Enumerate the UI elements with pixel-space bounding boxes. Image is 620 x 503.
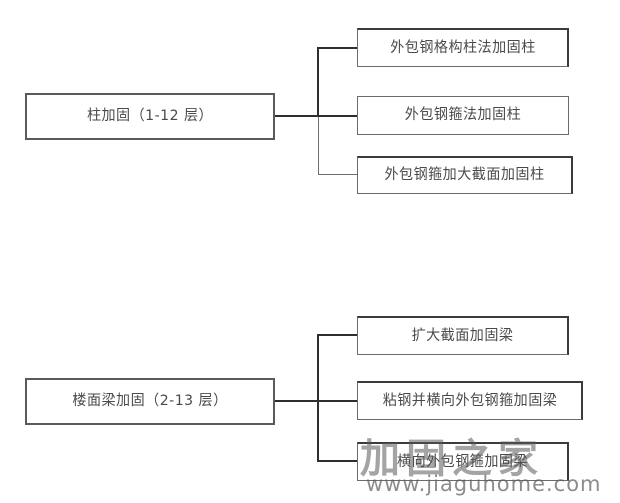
node-column-root[interactable]: 柱加固（1-12 层） xyxy=(25,93,275,140)
connector-column-branch-1 xyxy=(317,47,359,49)
node-column-child-2-label: 外包钢箍法加固柱 xyxy=(404,107,522,124)
connector-column-stem xyxy=(275,115,319,117)
connector-beam-branch-1 xyxy=(317,334,359,336)
connector-beam-branch-2 xyxy=(317,400,359,402)
node-column-root-label: 柱加固（1-12 层） xyxy=(86,108,214,125)
connector-beam-trunk-lower xyxy=(317,400,319,462)
node-column-child-2[interactable]: 外包钢箍法加固柱 xyxy=(357,96,569,135)
node-beam-child-3[interactable]: 横向外包钢箍加固梁 xyxy=(357,442,569,481)
connector-column-branch-3 xyxy=(318,174,359,175)
node-beam-root[interactable]: 楼面梁加固（2-13 层） xyxy=(25,378,275,425)
node-beam-child-1-label: 扩大截面加固梁 xyxy=(411,327,514,344)
node-column-child-3-label: 外包钢箍加大截面加固柱 xyxy=(384,167,545,184)
node-beam-child-1[interactable]: 扩大截面加固梁 xyxy=(357,316,569,355)
connector-column-branch-2 xyxy=(317,115,359,117)
connector-column-trunk-lower xyxy=(318,116,319,174)
node-column-child-1-label: 外包钢格构柱法加固柱 xyxy=(389,39,536,56)
connector-column-trunk-upper xyxy=(317,48,319,117)
node-beam-root-label: 楼面梁加固（2-13 层） xyxy=(72,393,228,410)
node-beam-child-2[interactable]: 粘钢并横向外包钢箍加固梁 xyxy=(357,381,583,420)
node-column-child-3[interactable]: 外包钢箍加大截面加固柱 xyxy=(357,156,573,194)
connector-beam-stem xyxy=(275,400,319,402)
node-column-child-1[interactable]: 外包钢格构柱法加固柱 xyxy=(357,28,569,67)
node-beam-child-3-label: 横向外包钢箍加固梁 xyxy=(397,453,528,470)
node-beam-child-2-label: 粘钢并横向外包钢箍加固梁 xyxy=(382,392,557,409)
connector-beam-trunk-upper xyxy=(317,335,319,401)
connector-beam-branch-3 xyxy=(317,460,359,462)
